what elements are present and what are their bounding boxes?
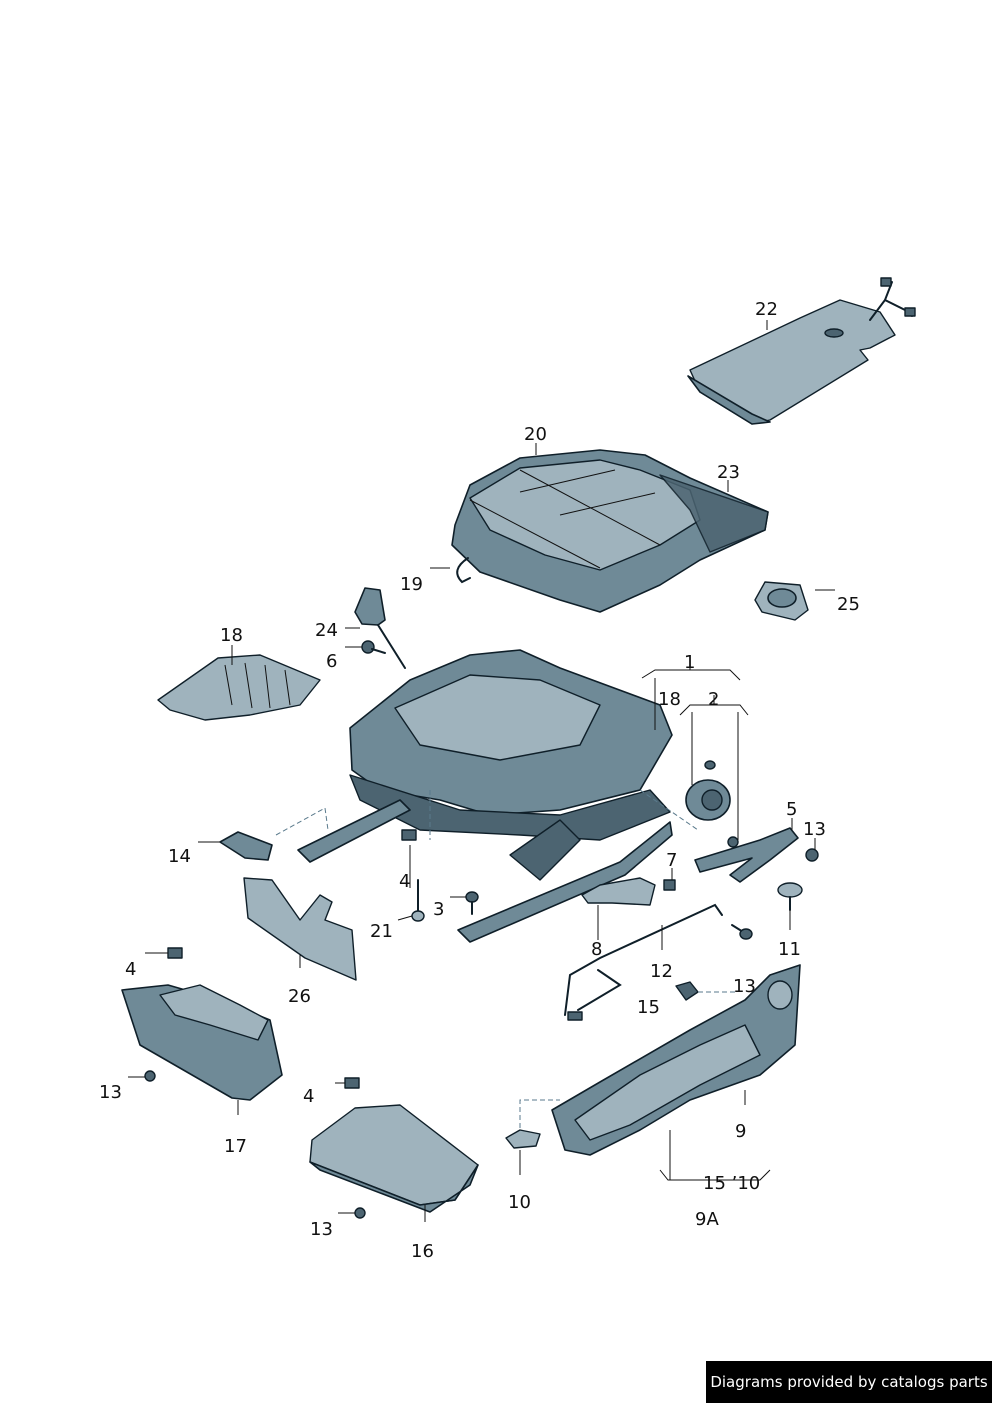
- label-13-a: 13: [803, 819, 826, 840]
- label-13-d: 13: [310, 1219, 333, 1240]
- label-5: 5: [786, 799, 797, 820]
- label-24: 24: [315, 620, 338, 641]
- part-10-clip: [505, 1129, 541, 1149]
- label-1: 1: [684, 652, 695, 673]
- label-3: 3: [433, 899, 444, 920]
- label-4-b: 4: [125, 959, 136, 980]
- part-19-clip: [456, 557, 471, 584]
- label-23: 23: [717, 462, 740, 483]
- part-17-side-trim: [121, 947, 283, 1101]
- callout-labels: 22 20 23 19 25 24 18 6 1 18 2 5 13 14 7 …: [99, 299, 860, 1262]
- leader-lines: [128, 320, 835, 1222]
- part-5-lever: [694, 827, 799, 883]
- label-20: 20: [524, 424, 547, 445]
- part-15-switch: [675, 981, 699, 1001]
- label-6: 6: [326, 651, 337, 672]
- part-24-belt-buckle: [354, 587, 406, 669]
- part-14-cover: [219, 831, 273, 861]
- label-13-b: 13: [733, 976, 756, 997]
- label-7: 7: [666, 850, 677, 871]
- part-3-screw: [465, 891, 479, 915]
- part-2-motor: [685, 760, 731, 821]
- part-6-bolt: [361, 640, 386, 654]
- part-11-plug: [777, 882, 803, 911]
- part-21-pin: [411, 879, 425, 922]
- part-4-clip-a: [401, 829, 417, 841]
- part-12-screw: [731, 924, 753, 940]
- label-15-10: 15 ’10: [703, 1173, 760, 1194]
- label-19: 19: [400, 574, 423, 595]
- label-2: 2: [708, 689, 719, 710]
- label-17: 17: [224, 1136, 247, 1157]
- part-25-sensor: [754, 581, 809, 621]
- part-16-storage-tray: [309, 1077, 479, 1219]
- label-9A: 9A: [695, 1209, 719, 1230]
- label-9: 9: [735, 1121, 746, 1142]
- label-4-c: 4: [303, 1086, 314, 1107]
- part-8-handle: [581, 877, 656, 906]
- label-4-a: 4: [399, 871, 410, 892]
- label-16: 16: [411, 1241, 434, 1262]
- label-10: 10: [508, 1192, 531, 1213]
- label-26: 26: [288, 986, 311, 1007]
- label-18-right: 18: [658, 689, 681, 710]
- label-22: 22: [755, 299, 778, 320]
- credit-banner: Diagrams provided by catalogs parts: [706, 1361, 992, 1403]
- part-18-spring-mat: [157, 654, 321, 721]
- part-7-clip: [663, 879, 676, 891]
- part-20-seat-cushion: [451, 449, 769, 613]
- label-11: 11: [778, 939, 801, 960]
- label-18-left: 18: [220, 625, 243, 646]
- label-8: 8: [591, 939, 602, 960]
- part-22-heating-mat: [687, 277, 916, 425]
- label-12: 12: [650, 961, 673, 982]
- part-26-bracket: [243, 877, 357, 981]
- part-13-screw-a: [727, 836, 819, 862]
- label-13-c: 13: [99, 1082, 122, 1103]
- label-21: 21: [370, 921, 393, 942]
- label-25: 25: [837, 594, 860, 615]
- part-9-side-panel: [551, 964, 801, 1156]
- label-14: 14: [168, 846, 191, 867]
- part-12-wire: [564, 903, 723, 1016]
- label-15-a: 15: [637, 997, 660, 1018]
